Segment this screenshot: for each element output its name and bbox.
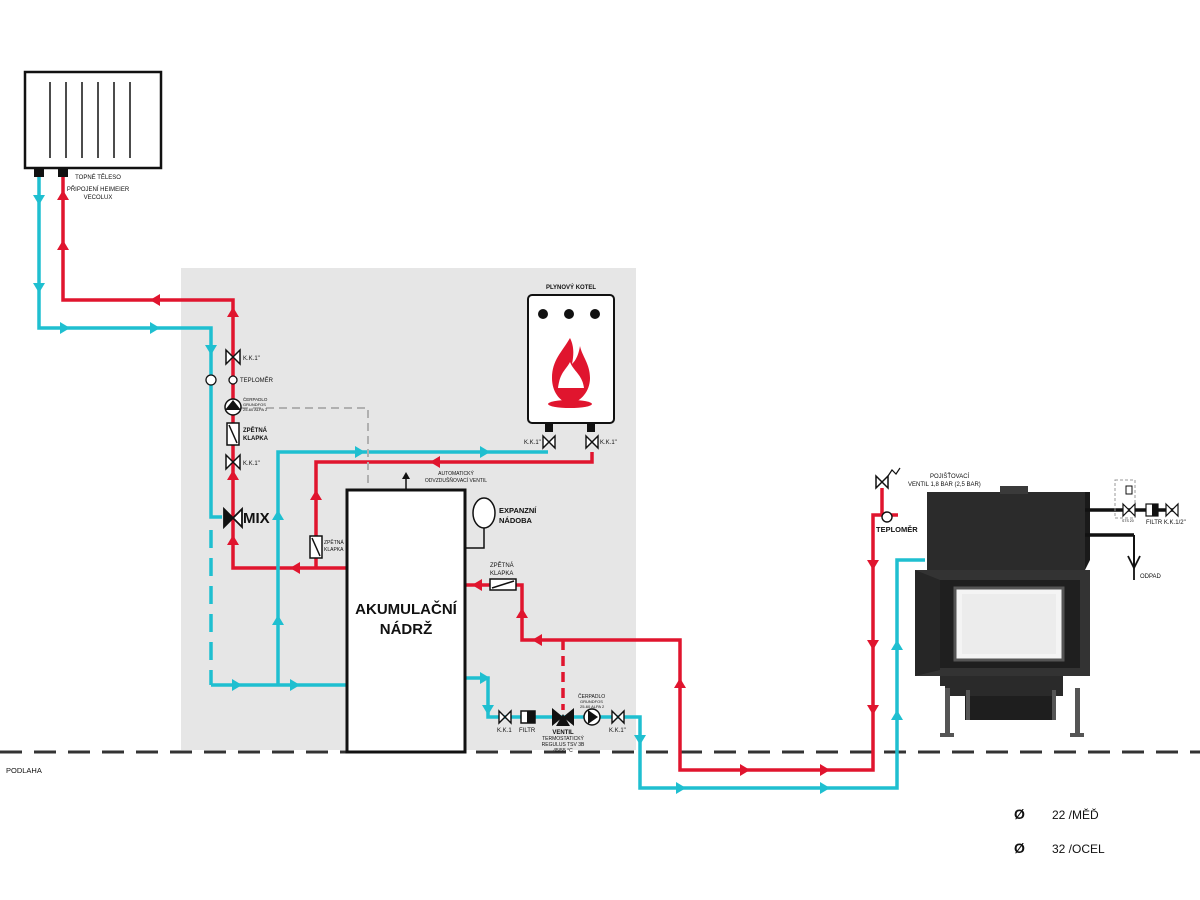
ball-valve-icon-2 <box>225 453 241 471</box>
filter-icon <box>520 710 536 724</box>
radiator-connection-label-2: VECOLUX <box>84 195 113 201</box>
boiler-label: PLYNOVÝ KOTEL <box>546 284 596 291</box>
ball-valve-icon <box>225 348 241 366</box>
thermostatic-valve-label-2: TERMOSTATICKÝ <box>542 735 584 742</box>
legend-symbol-2: Ø <box>1014 840 1025 856</box>
mixing-valve-icon <box>223 506 243 530</box>
ball-valve-label-6: K.K.1" <box>609 728 626 734</box>
ball-valve-label-4: K.K.1" <box>600 440 617 446</box>
thermometer-return-icon <box>205 374 217 386</box>
ball-valve-label-5: K.K.1 <box>497 728 512 734</box>
ball-valve-label-2: K.K.1" <box>243 461 260 467</box>
thermostatic-valve-label-4: 45/55 °C <box>553 748 573 754</box>
drain-label: ODPAD <box>1140 574 1162 580</box>
legend-text-2: 32 /OCEL <box>1052 842 1105 856</box>
ball-valve-icon-3 <box>542 434 556 450</box>
pump-icon <box>224 398 242 416</box>
check-valve-icon <box>226 422 240 446</box>
floor-label: PODLAHA <box>6 766 42 775</box>
safety-valve-icon <box>875 467 901 490</box>
ball-valve-label: K.K.1" <box>243 356 260 362</box>
safety-valve-label: POJIŠŤOVACÍ <box>930 472 970 480</box>
flame-icon <box>548 338 592 408</box>
dhw-connection <box>1085 479 1178 566</box>
thermometer-label: TEPLOMĚR <box>240 376 274 384</box>
thermostatic-valve-icon <box>552 708 574 726</box>
pump-b-label-3: 25-60 ALPA 2 <box>580 704 605 709</box>
check-valve-icon-2 <box>309 535 323 559</box>
thermostatic-valve-label-3: REGULUS TSV 3B <box>542 742 585 748</box>
check-valve-label-b: ZPĚTNÁ <box>324 538 344 546</box>
air-vent-icon <box>402 472 410 490</box>
pump-label: ČERPADLO <box>243 396 268 402</box>
air-vent-label: AUTOMATICKÝ <box>438 470 474 477</box>
legend: Ø 22 /MĚĎ Ø 32 /OCEL <box>1014 806 1105 856</box>
check-valve-label-b-2: KLAPKA <box>324 547 344 553</box>
hot-pipe-arrows <box>57 190 879 776</box>
dhw-valve-icon <box>1122 502 1136 518</box>
expansion-label-2: NÁDOBA <box>499 516 532 525</box>
filter-label: FILTR <box>519 728 536 734</box>
thermostatic-valve-label: VENTIL <box>552 730 574 736</box>
expansion-vessel <box>465 497 496 549</box>
legend-symbol-1: Ø <box>1014 806 1025 822</box>
check-valve-label-2: KLAPKA <box>243 436 269 442</box>
ball-valve-icon-5 <box>498 709 512 725</box>
fireplace-insert <box>915 486 1090 737</box>
thermometer-label-2: TEPLOMĚR <box>876 525 918 534</box>
check-valve-icon-3 <box>489 578 517 591</box>
radiator-connection-label: PŘIPOJENÍ HEIMEIER <box>67 185 130 193</box>
air-vent-label-2: ODVZDUŠŇOVACÍ VENTIL <box>425 477 487 484</box>
pump-label-2: GRUNDFOS <box>243 402 266 407</box>
thermometer-icon <box>228 375 238 385</box>
pump-label-3: 25-60 ALPA 2 <box>243 407 268 412</box>
radiator-label: TOPNÉ TĚLESO <box>75 173 121 181</box>
tank-label: AKUMULAČNÍ <box>355 600 457 618</box>
control-wire <box>240 407 369 488</box>
dhw-filter-icon <box>1145 503 1159 517</box>
gas-boiler <box>527 294 615 432</box>
pump-icon-2 <box>583 708 601 726</box>
pump-b-label: ČERPADLO <box>578 693 605 700</box>
hot-pipes <box>61 177 898 772</box>
pump-b-label-2: GRUNDFOS <box>580 699 603 704</box>
dhw-sts-label: STS 20 <box>1122 519 1134 523</box>
drain-icon <box>1127 555 1141 580</box>
radiator <box>23 70 163 177</box>
thermometer-icon-2 <box>881 511 893 523</box>
legend-text-1: 22 /MĚĎ <box>1052 807 1099 822</box>
check-valve-label: ZPĚTNÁ <box>243 426 268 434</box>
dhw-filter-label: FILTR K.K.1/2" <box>1146 520 1186 526</box>
ball-valve-icon-4 <box>585 434 599 450</box>
ball-valve-icon-6 <box>611 709 625 725</box>
check-valve-label-c-2: KLAPKA <box>490 571 513 577</box>
safety-valve-label-2: VENTIL 1,8 BAR (2,5 BAR) <box>908 482 981 488</box>
mixing-valve-label: MIX <box>243 510 270 527</box>
cold-pipe-arrows <box>33 195 903 794</box>
ball-valve-label-3: K.K.1" <box>524 440 541 446</box>
tank-label-2: NÁDRŽ <box>380 620 433 638</box>
expansion-label: EXPANZNÍ <box>499 506 537 515</box>
check-valve-label-c: ZPĚTNÁ <box>490 561 514 569</box>
dhw-ball-valve-icon <box>1165 502 1179 518</box>
